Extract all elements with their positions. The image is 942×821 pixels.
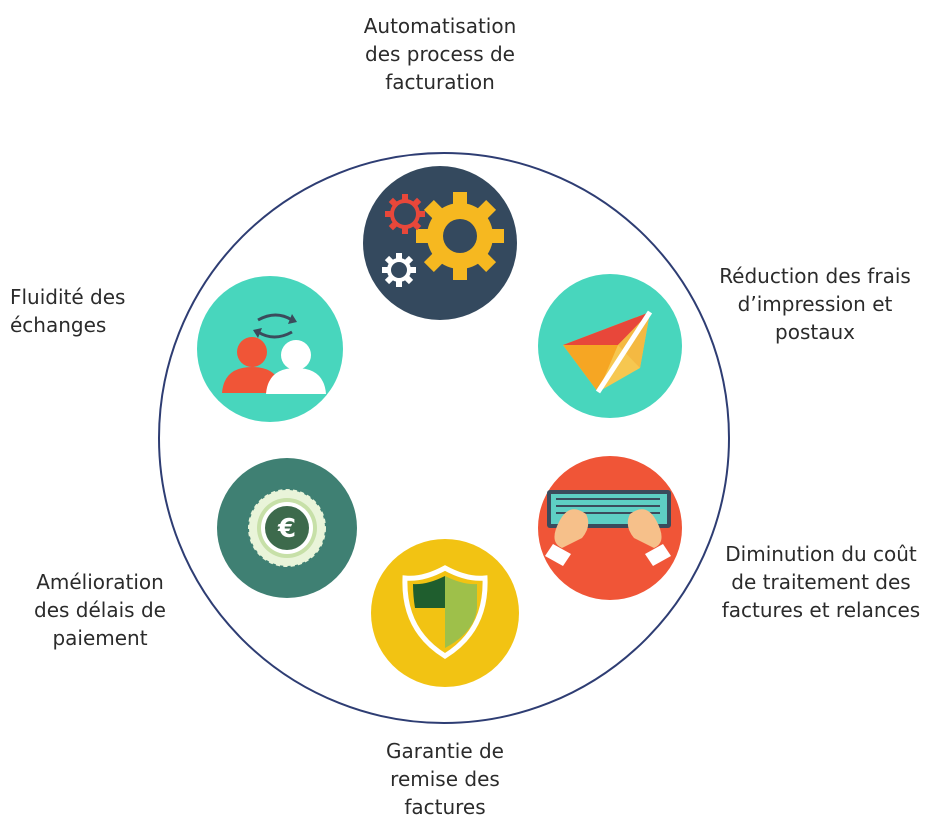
benefit-label-exchange-fluidity: Fluidité des échanges [10,285,126,337]
benefit-label-print-costs: Réduction des frais d’impression et post… [719,264,911,344]
gears-icon [363,166,517,320]
shield-icon [371,539,519,687]
people-exchange-icon [197,276,343,422]
euro-coin-icon: € [217,458,357,598]
benefit-label-processing-cost: Diminution du coût de traitement des fac… [721,542,921,622]
outer-ring [158,152,730,724]
keyboard-icon [538,456,682,600]
envelope-icon [538,274,682,418]
benefit-label-automation: Automatisation des process de facturatio… [363,14,517,94]
benefit-label-delivery-guarantee: Garantie de remise des factures [386,739,504,819]
svg-text:€: € [277,514,296,544]
benefit-label-payment-delays: Amélioration des délais de paiement [34,570,166,650]
